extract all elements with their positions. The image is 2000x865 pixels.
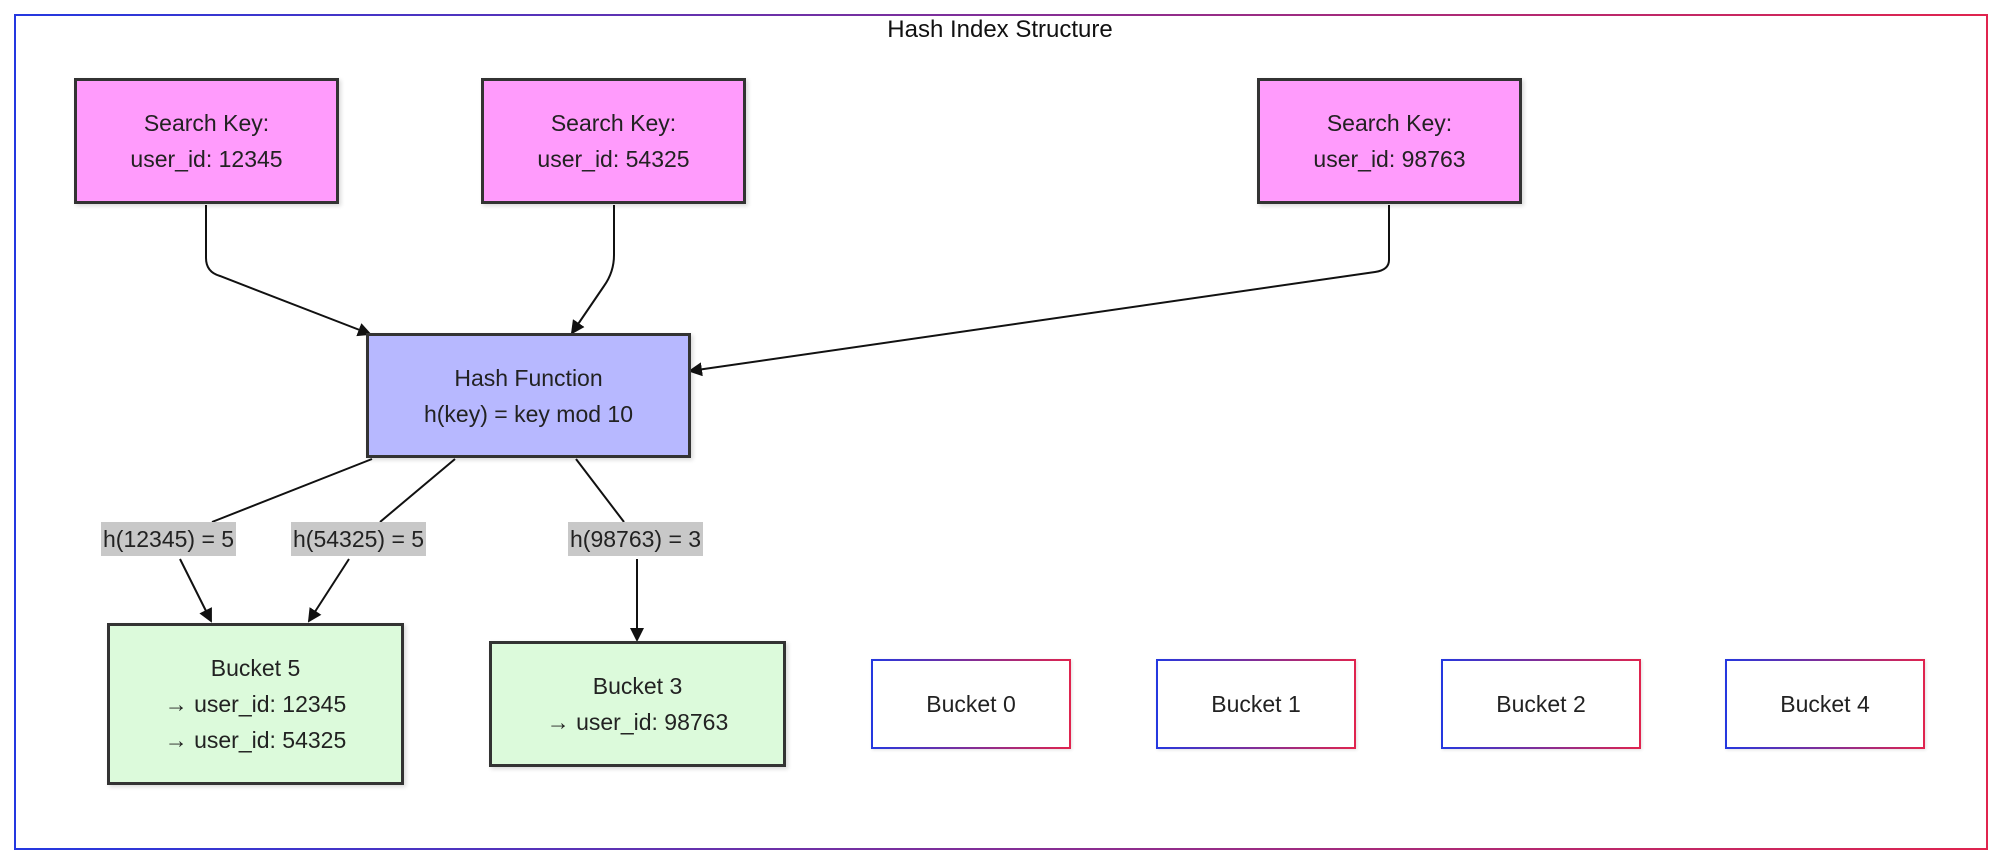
- edge-key2-to-hash: [570, 205, 615, 335]
- search-key-label: Search Key:: [1326, 110, 1453, 136]
- diagram-title: Hash Index Structure: [887, 16, 1113, 43]
- hash-function-formula: h(key) = key mod 10: [423, 400, 633, 427]
- edge-label-key2: h(54325) = 5: [291, 522, 427, 556]
- bucket-node-5: Bucket 5 → user_id: 12345 → user_id: 543…: [107, 623, 404, 785]
- hash-function-node: Hash Function h(key) = key mod 10: [366, 333, 691, 458]
- edge-hash-to-bucket3: [575, 458, 637, 640]
- bucket-entry: → user_id: 54325: [164, 727, 347, 753]
- search-key-node-2: Search Key: user_id: 54325: [481, 78, 746, 204]
- search-key-node-3: Search Key: user_id: 98763: [1257, 78, 1522, 204]
- bucket-title: Bucket 2: [1496, 691, 1586, 717]
- edge-hash-to-bucket5-b: [309, 458, 456, 621]
- edge-key3-to-hash: [688, 205, 1390, 377]
- edge-label-key3: h(98763) = 3: [568, 522, 704, 556]
- edge-label-key1: h(12345) = 5: [101, 522, 237, 556]
- bucket-entry: → user_id: 12345: [164, 691, 347, 717]
- search-key-value: user_id: 54325: [537, 146, 690, 172]
- bucket-title: Bucket 5: [210, 655, 301, 681]
- bucket-node-1: Bucket 1: [1156, 659, 1356, 749]
- search-key-value: user_id: 12345: [130, 146, 283, 172]
- bucket-node-0: Bucket 0: [871, 659, 1071, 749]
- search-key-value: user_id: 98763: [1313, 146, 1466, 172]
- search-key-node-1: Search Key: user_id: 12345: [74, 78, 339, 204]
- bucket-title: Bucket 4: [1780, 691, 1870, 717]
- bucket-title: Bucket 1: [1211, 691, 1301, 717]
- bucket-title: Bucket 0: [926, 691, 1016, 717]
- bucket-node-3: Bucket 3 → user_id: 98763: [489, 641, 786, 767]
- search-key-label: Search Key:: [143, 110, 270, 136]
- search-key-label: Search Key:: [550, 110, 677, 136]
- bucket-title: Bucket 3: [592, 673, 683, 699]
- bucket-node-2: Bucket 2: [1441, 659, 1641, 749]
- hash-function-title: Hash Function: [454, 364, 603, 391]
- bucket-node-4: Bucket 4: [1725, 659, 1925, 749]
- edge-key1-to-hash: [205, 205, 372, 337]
- bucket-entry: → user_id: 98763: [546, 709, 729, 735]
- edge-hash-to-bucket5-a: [179, 458, 373, 621]
